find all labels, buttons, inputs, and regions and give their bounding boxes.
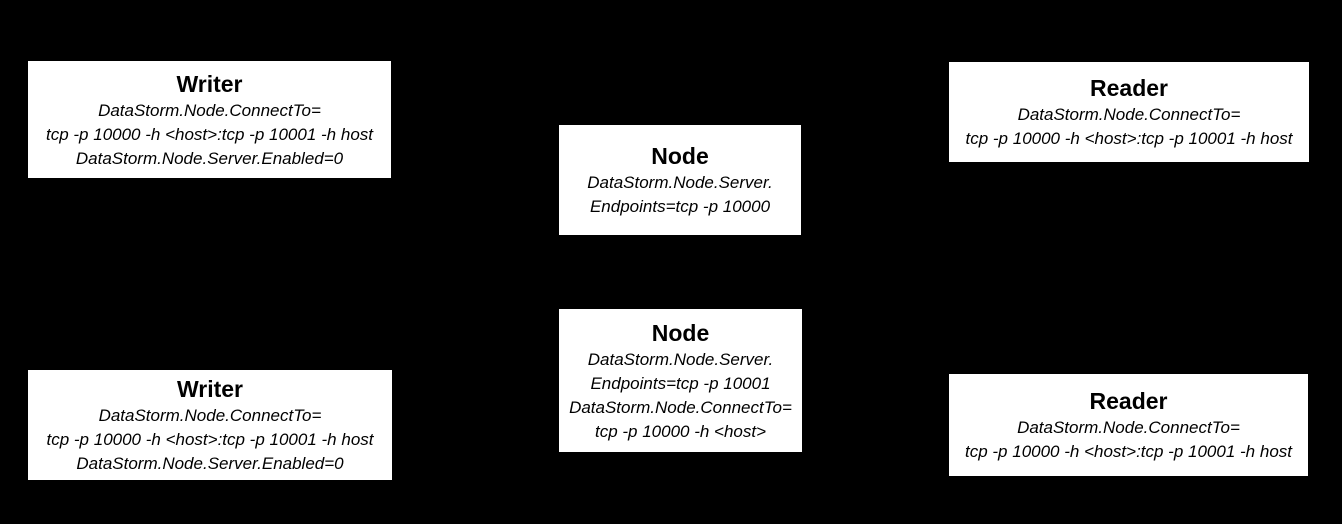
box-node-top: Node DataStorm.Node.Server. Endpoints=tc… bbox=[558, 124, 802, 236]
reader-top-config-line: DataStorm.Node.ConnectTo= bbox=[1017, 105, 1241, 124]
box-node-bottom: Node DataStorm.Node.Server. Endpoints=tc… bbox=[558, 308, 803, 453]
node-bottom-config-line: DataStorm.Node.Server. bbox=[587, 349, 774, 369]
box-reader-bottom: Reader DataStorm.Node.ConnectTo= tcp -p … bbox=[948, 373, 1309, 477]
box-writer-bottom: Writer DataStorm.Node.ConnectTo= tcp -p … bbox=[27, 369, 393, 481]
node-top-config-line: DataStorm.Node.Server. bbox=[587, 173, 773, 192]
writer-top-config-line: DataStorm.Node.ConnectTo= bbox=[98, 100, 321, 120]
node-bottom-config-line: DataStorm.Node.ConnectTo= bbox=[569, 397, 792, 417]
reader-bottom-config-line: tcp -p 10000 -h <host>:tcp -p 10001 -h h… bbox=[965, 442, 1292, 461]
writer-bottom-config-line: DataStorm.Node.ConnectTo= bbox=[98, 406, 322, 425]
writer-bottom-title: Writer bbox=[176, 376, 244, 402]
writer-top-title: Writer bbox=[176, 70, 243, 97]
node-top-title: Node bbox=[651, 143, 709, 169]
reader-bottom-config-line: DataStorm.Node.ConnectTo= bbox=[1017, 418, 1240, 437]
node-bottom-title: Node bbox=[651, 319, 710, 346]
writer-bottom-config-line: tcp -p 10000 -h <host>:tcp -p 10001 -h h… bbox=[46, 430, 374, 449]
node-bottom-config-line: tcp -p 10000 -h <host> bbox=[594, 421, 767, 441]
reader-top-title: Reader bbox=[1090, 75, 1168, 101]
box-writer-top: Writer DataStorm.Node.ConnectTo= tcp -p … bbox=[27, 60, 392, 179]
writer-top-config-line: DataStorm.Node.Server.Enabled=0 bbox=[75, 148, 344, 168]
node-top-config-line: Endpoints=tcp -p 10000 bbox=[589, 197, 771, 216]
writer-bottom-config-line: DataStorm.Node.Server.Enabled=0 bbox=[76, 454, 344, 473]
writer-top-config-line: tcp -p 10000 -h <host>:tcp -p 10001 -h h… bbox=[46, 124, 373, 144]
reader-top-config-line: tcp -p 10000 -h <host>:tcp -p 10001 -h h… bbox=[965, 129, 1293, 148]
reader-bottom-title: Reader bbox=[1089, 388, 1168, 414]
node-bottom-config-line: Endpoints=tcp -p 10001 bbox=[590, 373, 771, 393]
box-reader-top: Reader DataStorm.Node.ConnectTo= tcp -p … bbox=[948, 61, 1310, 163]
